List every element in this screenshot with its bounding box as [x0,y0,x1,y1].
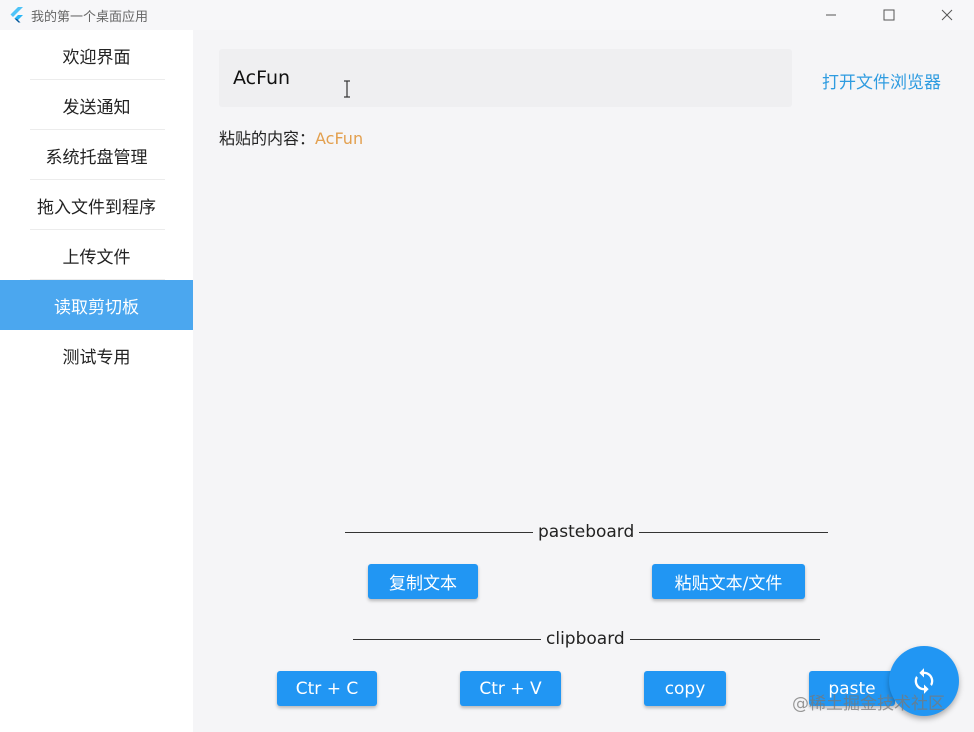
divider-line [353,638,541,640]
sidebar-item-label: 测试专用 [62,347,131,368]
sidebar-item-testing[interactable]: 测试专用 [0,330,193,380]
sidebar-item-label: 拖入文件到程序 [37,197,156,218]
watermark: @稀土掘金技术社区 [792,694,945,714]
divider-line [639,531,828,533]
paste-content-label: 粘贴的内容： [219,129,316,148]
divider [30,179,165,180]
divider [30,129,165,130]
text-input[interactable]: AcFun [219,49,792,107]
title-bar: 我的第一个桌面应用 [0,0,974,30]
copy-text-button[interactable]: 复制文本 [368,564,478,599]
maximize-button[interactable] [866,0,912,30]
maximize-icon [883,9,895,21]
ctrl-c-button[interactable]: Ctr + C [277,671,377,706]
clipboard-title: clipboard [546,629,625,649]
sidebar-item-label: 上传文件 [62,247,131,268]
close-button[interactable] [924,0,970,30]
paste-text-file-button[interactable]: 粘贴文本/文件 [652,564,805,599]
sidebar-item-welcome[interactable]: 欢迎界面 [0,30,193,80]
divider-line [345,531,533,533]
divider [30,79,165,80]
minimize-icon [826,14,836,16]
clipboard-divider: clipboard [353,629,820,649]
sidebar-item-label: 系统托盘管理 [45,147,148,168]
text-cursor-icon [344,80,350,98]
sidebar: 欢迎界面 发送通知 系统托盘管理 拖入文件到程序 上传文件 读取剪切板 测试专用 [0,30,193,732]
paste-content-value: AcFun [315,129,364,148]
refresh-fab[interactable] [889,646,959,716]
ctrl-v-button[interactable]: Ctr + V [460,671,561,706]
open-file-browser-link[interactable]: 打开文件浏览器 [822,73,941,93]
copy-button[interactable]: copy [644,671,726,706]
sidebar-item-drag-files[interactable]: 拖入文件到程序 [0,180,193,230]
sidebar-item-read-clipboard[interactable]: 读取剪切板 [0,280,193,330]
sidebar-item-tray-management[interactable]: 系统托盘管理 [0,130,193,180]
paste-button[interactable]: paste [809,671,895,706]
sidebar-item-send-notification[interactable]: 发送通知 [0,80,193,130]
minimize-button[interactable] [808,0,854,30]
close-icon [941,9,953,21]
refresh-icon [914,668,934,694]
flutter-logo-icon [10,7,23,23]
window-title: 我的第一个桌面应用 [31,10,149,25]
text-input-value: AcFun [233,67,291,89]
sidebar-item-label: 发送通知 [62,97,131,118]
pasteboard-title: pasteboard [538,522,635,542]
divider [30,279,165,280]
divider-line [629,638,820,640]
sidebar-item-label: 读取剪切板 [54,297,139,318]
paste-content-line: 粘贴的内容：AcFun [219,125,363,149]
sidebar-item-upload-file[interactable]: 上传文件 [0,230,193,280]
sidebar-item-label: 欢迎界面 [62,47,131,68]
pasteboard-divider: pasteboard [345,522,828,542]
divider [30,229,165,230]
